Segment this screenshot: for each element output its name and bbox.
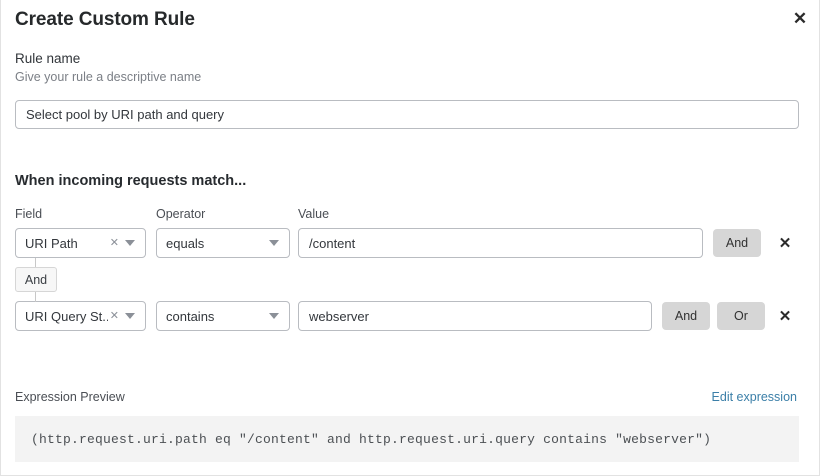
operator-select-value: contains <box>166 308 215 324</box>
rule-name-label: Rule name <box>15 51 81 66</box>
column-header-value: Value <box>298 207 330 221</box>
close-icon[interactable]: ✕ <box>792 8 808 28</box>
field-select-value: URI Path <box>25 235 78 251</box>
edit-expression-link[interactable]: Edit expression <box>711 390 797 404</box>
expression-preview-label: Expression Preview <box>15 390 125 404</box>
chevron-down-icon <box>269 240 279 246</box>
field-select-value: URI Query St... <box>25 308 108 324</box>
condition-row: URI Path ✕ equals And ✕ <box>1 228 820 262</box>
field-select-row-2[interactable]: URI Query St... ✕ <box>15 301 146 331</box>
column-header-operator: Operator <box>156 207 206 221</box>
value-input-row-2[interactable] <box>298 301 652 331</box>
connector-line-bottom <box>35 292 36 302</box>
operator-select-value: equals <box>166 235 205 251</box>
operator-select-row-2[interactable]: contains <box>156 301 290 331</box>
rule-name-section: Rule name Give your rule a descriptive n… <box>15 51 201 84</box>
column-header-field: Field <box>15 207 43 221</box>
delete-condition-row-1[interactable]: ✕ <box>778 234 792 252</box>
rule-name-input[interactable] <box>15 100 799 129</box>
rule-name-description: Give your rule a descriptive name <box>15 70 202 84</box>
or-button-row-2[interactable]: Or <box>717 302 765 330</box>
chevron-down-icon <box>125 240 135 246</box>
chevron-down-icon <box>125 313 135 319</box>
value-input-row-1[interactable] <box>298 228 703 258</box>
chevron-down-icon <box>269 313 279 319</box>
and-button-row-2[interactable]: And <box>662 302 710 330</box>
and-button-row-1[interactable]: And <box>713 229 761 257</box>
group-connector-and[interactable]: And <box>15 267 57 292</box>
expression-preview-code: (http.request.uri.path eq "/content" and… <box>31 431 712 447</box>
page-title: Create Custom Rule <box>15 9 195 30</box>
delete-condition-row-2[interactable]: ✕ <box>778 307 792 325</box>
conditions-heading: When incoming requests match... <box>15 173 247 189</box>
clear-icon[interactable]: ✕ <box>109 309 119 322</box>
clear-icon[interactable]: ✕ <box>109 236 119 249</box>
field-select-row-1[interactable]: URI Path ✕ <box>15 228 146 258</box>
expression-preview-box: (http.request.uri.path eq "/content" and… <box>15 416 799 462</box>
condition-row: URI Query St... ✕ contains And Or ✕ <box>1 301 820 335</box>
connector-line-top <box>35 258 36 268</box>
operator-select-row-1[interactable]: equals <box>156 228 290 258</box>
